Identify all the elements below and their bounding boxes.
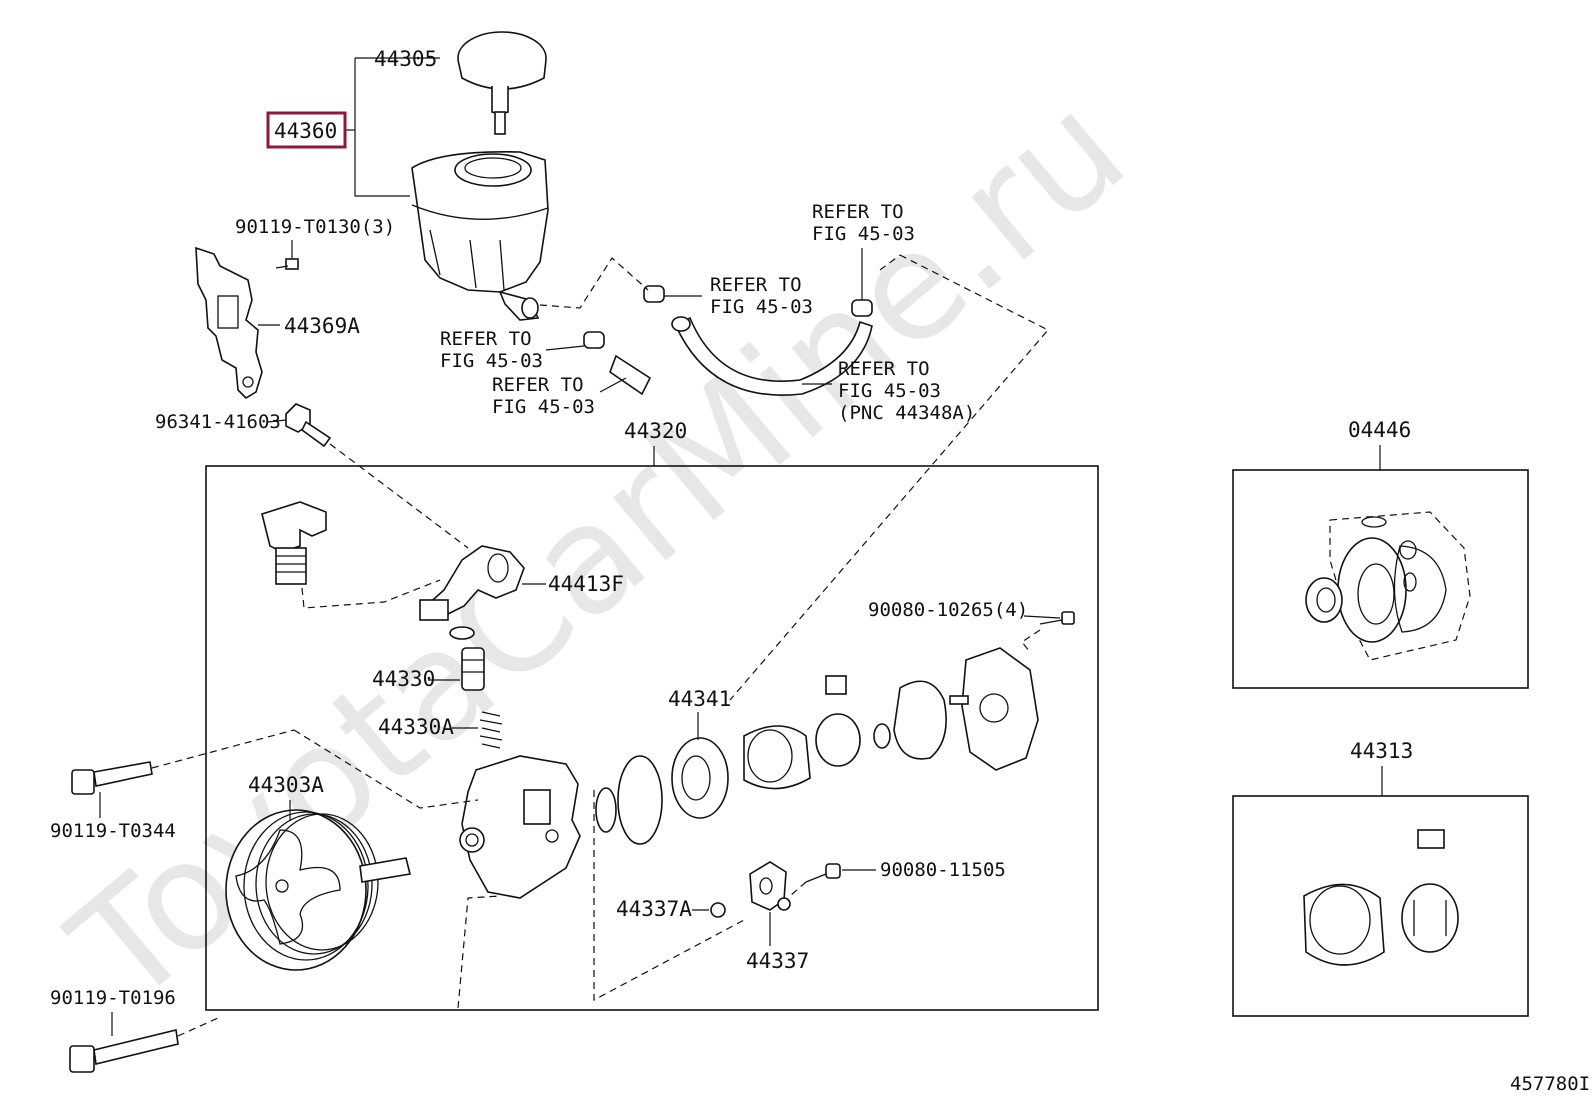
svg-text:FIG 45-03: FIG 45-03 (710, 296, 813, 318)
label-44337A[interactable]: 44337A (616, 897, 692, 921)
valve-spring[interactable] (479, 711, 503, 749)
label-44305[interactable]: 44305 (374, 47, 437, 71)
dash-reservoir-hose (539, 257, 649, 309)
reservoir-cap[interactable] (457, 31, 547, 135)
snap-ring[interactable] (873, 723, 891, 749)
refer-label-1[interactable]: REFER TO FIG 45-03 (710, 274, 813, 318)
hose-supply-stub[interactable] (609, 354, 652, 396)
clamp-2[interactable] (583, 331, 605, 349)
box-44313 (1232, 795, 1529, 1017)
dash-90119-T0344 (151, 729, 295, 769)
dash-hose-link (879, 254, 901, 271)
bolt-90119-T0344[interactable] (71, 761, 153, 795)
highlight-box-44360 (266, 111, 347, 149)
refer-label-5[interactable]: REFER TO FIG 45-03 (PNC 44348A) (838, 358, 975, 424)
svg-text:REFER TO: REFER TO (812, 201, 904, 223)
rear-housing[interactable] (949, 647, 1039, 771)
bolt-90119-T0130[interactable] (275, 258, 299, 270)
suction-port-44337[interactable] (749, 861, 791, 911)
hose-return[interactable] (671, 316, 873, 396)
label-44413F[interactable]: 44413F (548, 572, 624, 596)
dash-pump-pulley (457, 895, 501, 1009)
figure-id: 457780I (1510, 1073, 1590, 1095)
bolt-90080-11505[interactable] (805, 863, 841, 883)
dash-90080-10265 (1021, 629, 1041, 653)
leader-refer-4 (599, 377, 627, 393)
leader-96341-41603 (267, 419, 287, 423)
clamp-3[interactable] (851, 299, 873, 317)
reservoir-bracket[interactable] (195, 246, 263, 400)
o-ring-large[interactable] (617, 755, 663, 845)
leader-refer-3 (545, 345, 585, 351)
pulley-44303A[interactable] (225, 809, 411, 971)
svg-text:(PNC 44348A): (PNC 44348A) (838, 402, 975, 424)
pressure-switch[interactable] (261, 501, 327, 585)
label-44337[interactable]: 44337 (746, 949, 809, 973)
dash-90080-11505 (789, 881, 807, 897)
box-44320 (205, 465, 1099, 1011)
label-90119-T0130[interactable]: 90119-T0130(3) (235, 216, 395, 238)
dash-switch (301, 579, 441, 609)
leader-90080-10265 (1023, 615, 1061, 619)
cam-ring[interactable] (743, 725, 811, 790)
dash-pump-internals (593, 790, 745, 1001)
label-44330[interactable]: 44330 (372, 667, 435, 691)
dash-96341 (329, 443, 469, 549)
o-ring-small[interactable] (595, 787, 617, 833)
bolt-96341-41603[interactable] (285, 403, 332, 448)
valve-o-ring[interactable] (449, 626, 475, 640)
label-44341[interactable]: 44341 (668, 687, 731, 711)
label-44313[interactable]: 44313 (1350, 739, 1413, 763)
svg-text:FIG 45-03: FIG 45-03 (838, 380, 941, 402)
dash-90119-T0196 (177, 1017, 219, 1037)
refer-label-4[interactable]: REFER TO FIG 45-03 (492, 374, 595, 418)
rear-gasket[interactable] (893, 680, 947, 760)
label-44330A[interactable]: 44330A (378, 715, 454, 739)
label-90080-10265[interactable]: 90080-10265(4) (868, 599, 1028, 621)
side-plate-44341[interactable] (671, 737, 729, 819)
flow-control-valve[interactable] (461, 647, 485, 691)
refer-label-2[interactable]: REFER TO FIG 45-03 (812, 201, 915, 245)
bolt-90119-T0196[interactable] (69, 1029, 179, 1073)
union-fitting[interactable] (419, 545, 525, 621)
pump-body[interactable] (459, 755, 581, 899)
reservoir-tank[interactable] (411, 151, 549, 321)
svg-text:FIG 45-03: FIG 45-03 (812, 223, 915, 245)
refer-label-3[interactable]: REFER TO FIG 45-03 (440, 328, 543, 372)
svg-text:REFER TO: REFER TO (492, 374, 584, 396)
svg-text:REFER TO: REFER TO (838, 358, 930, 380)
label-44360[interactable]: 44360 (274, 119, 337, 143)
watermark: ToyotaCarMine.ru (41, 62, 1157, 1038)
label-90119-T0196[interactable]: 90119-T0196 (50, 987, 176, 1009)
label-04446[interactable]: 04446 (1348, 418, 1411, 442)
label-44320[interactable]: 44320 (624, 419, 687, 443)
bolt-90080-10265[interactable] (1039, 611, 1075, 625)
clamp-1[interactable] (643, 285, 665, 303)
label-90080-11505[interactable]: 90080-11505 (880, 859, 1006, 881)
svg-text:FIG 45-03: FIG 45-03 (492, 396, 595, 418)
o-ring-44337A[interactable] (710, 902, 726, 918)
gasket-kit-04446[interactable] (1305, 511, 1471, 661)
svg-text:REFER TO: REFER TO (710, 274, 802, 296)
label-90119-T0344[interactable]: 90119-T0344 (50, 820, 176, 842)
svg-text:FIG 45-03: FIG 45-03 (440, 350, 543, 372)
svg-text:REFER TO: REFER TO (440, 328, 532, 350)
label-96341-41603[interactable]: 96341-41603 (155, 411, 281, 433)
rotor[interactable] (815, 675, 861, 767)
box-04446 (1232, 469, 1529, 689)
dash-bracket-pump (293, 729, 479, 809)
cam-ring-kit-44313[interactable] (1303, 829, 1459, 966)
label-44369A[interactable]: 44369A (284, 314, 360, 338)
leader-44360-bracket (354, 58, 410, 197)
label-44303A[interactable]: 44303A (248, 773, 324, 797)
